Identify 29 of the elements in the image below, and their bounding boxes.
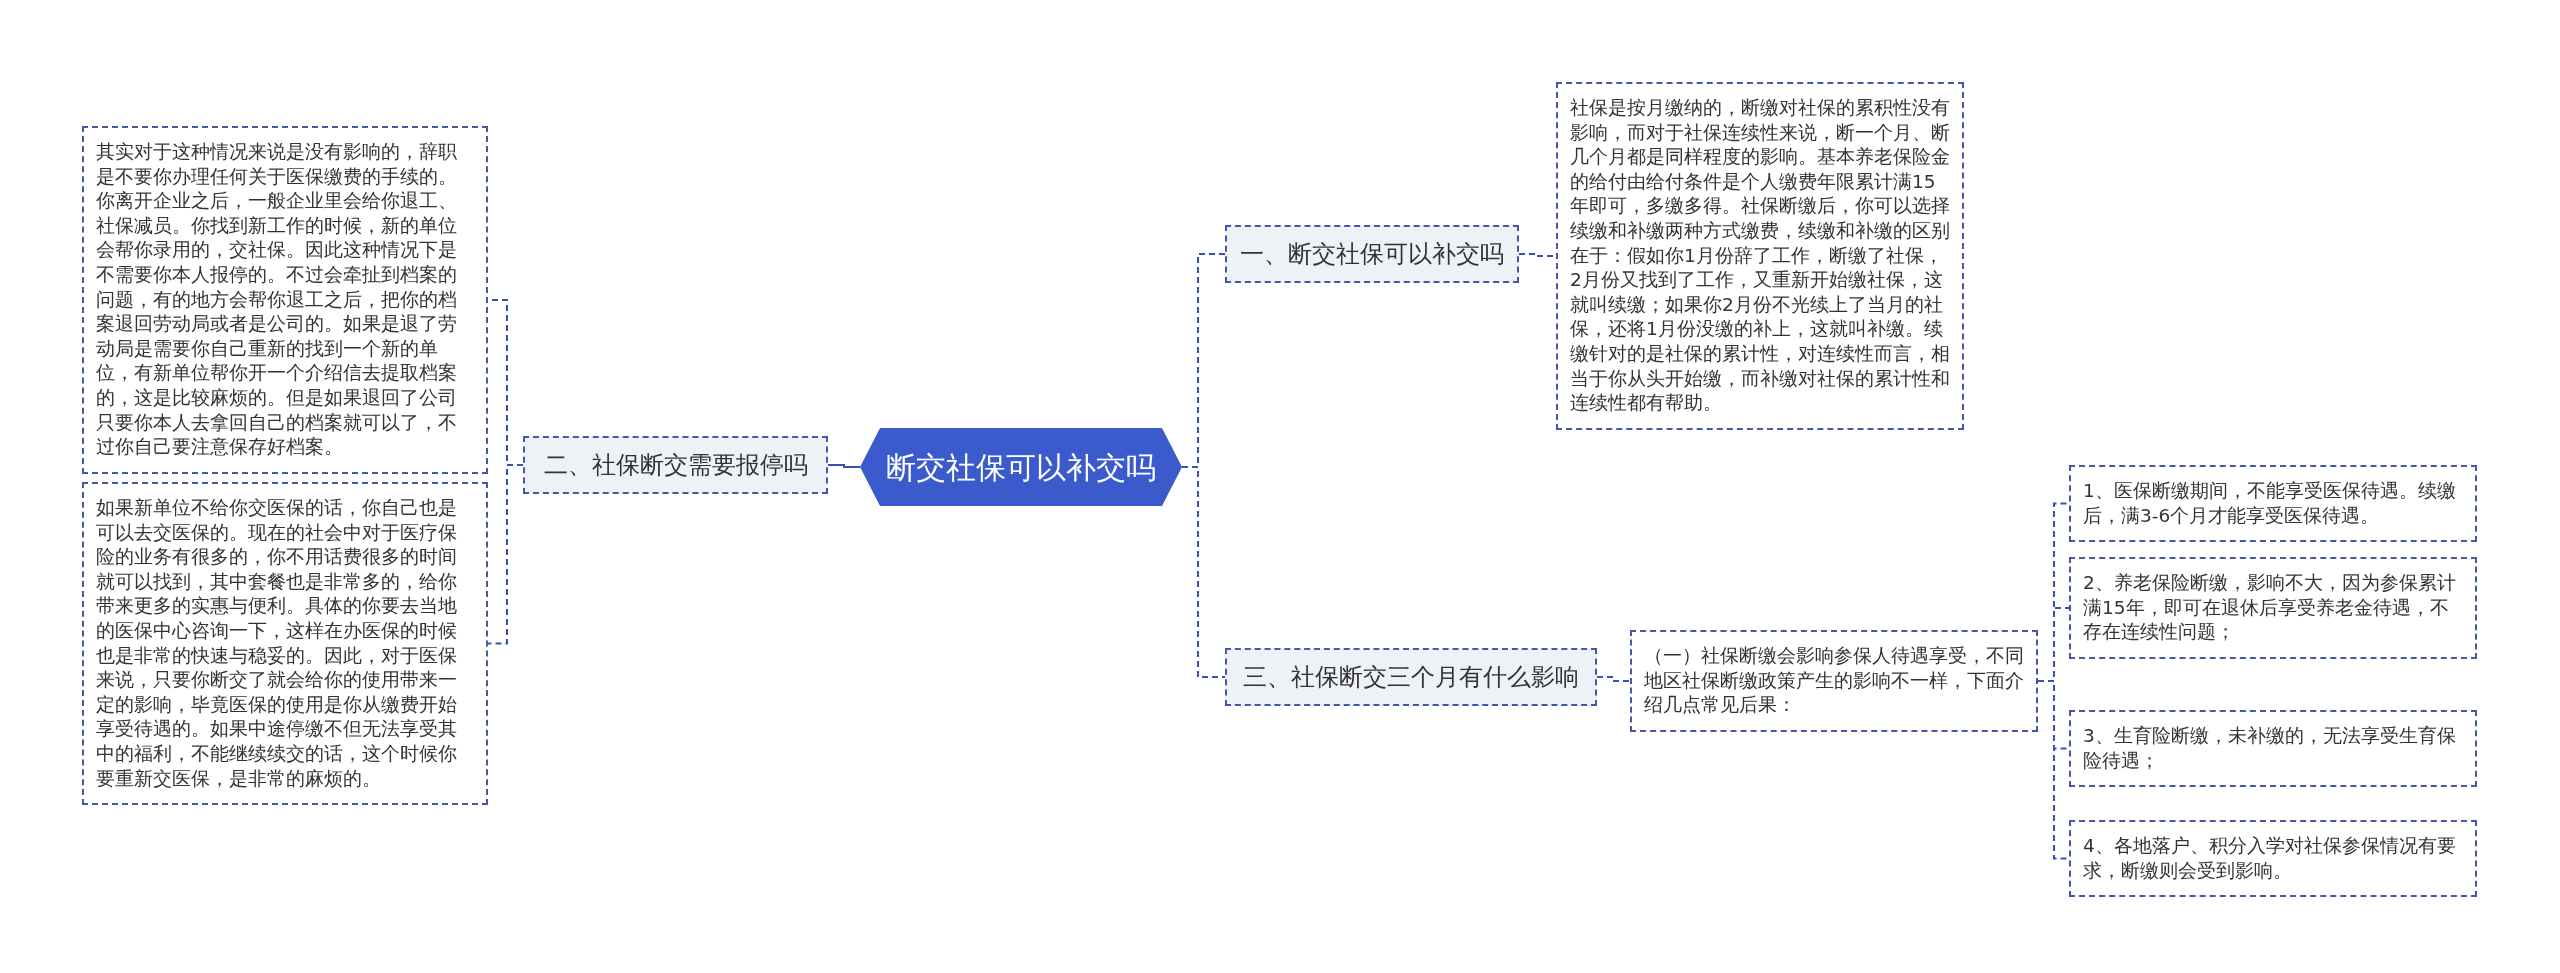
text-note-box bbox=[2069, 557, 2477, 659]
text-note-box bbox=[2069, 820, 2477, 898]
node-text: 3、生育险断缴，未补缴的，无法享受生育保险待遇； bbox=[2083, 725, 2456, 771]
node-text: 其实对于这种情况来说是没有影响的，辞职是不要你办理任何关于医保缴费的手续的。你离开企业之后，一般企业里会给你退工、社保减员。你找到新工作的时候，新的单位会帮你录用的，交社保。因此这种情况下是不需要你本人报停的。不过会牵扯到档案的问题，有的地方会帮你退工之后，把你的档案退回劳动局或者是公司的。如果是退了劳动局是需要你自己重新的找到一个新的单位，有新单位帮你开一个介绍信去提取档案的，这是比较麻烦的。但是如果退回了公司只要你本人去拿回自己的档案就可以了，不过你自己要注意保存好档案。 bbox=[96, 141, 457, 458]
topic-box bbox=[1225, 648, 1597, 706]
node-text: 1、医保断缴期间，不能享受医保待遇。续缴后，满3-6个月才能享受医保待遇。 bbox=[2083, 480, 2456, 526]
node-text: （一）社保断缴会影响参保人待遇享受，不同地区社保断缴政策产生的影响不一样，下面介绍几点常见后果： bbox=[1644, 645, 2024, 716]
node-text: 如果新单位不给你交医保的话，你自己也是可以去交医保的。现在的社会中对于医疗保险的业务有很多的，你不用话费很多的时间就可以找到，其中套餐也是非常多的，给你带来更多的实惠与便利。具体的你要去当地的医保中心咨询一下，这样在办医保的时候也是非常的快速与稳妥的。因此，对于医保来说，只要你断交了就会给你的使用带来一定的影响，毕竟医保的使用是你从缴费开始享受待遇的。如果中途停缴不但无法享受其中的福利，不能继续续交的话，这个时候你要重新交医保，是非常的麻烦的。 bbox=[96, 497, 457, 789]
text-note-box bbox=[82, 126, 488, 474]
topic-box bbox=[523, 436, 828, 494]
topic-box bbox=[1225, 225, 1519, 283]
node-text: 一、断交社保可以补交吗 bbox=[1240, 239, 1504, 270]
text-note-box bbox=[2069, 465, 2477, 543]
node-text: 二、社保断交需要报停吗 bbox=[543, 450, 808, 481]
central-topic-hexagon bbox=[860, 428, 1182, 506]
node-text: 断交社保可以补交吗 bbox=[886, 448, 1156, 487]
node-text: 三、社保断交三个月有什么影响 bbox=[1243, 662, 1579, 693]
node-text: 4、各地落户、积分入学对社保参保情况有要求，断缴则会受到影响。 bbox=[2083, 835, 2456, 881]
node-text: 社保是按月缴纳的，断缴对社保的累积性没有影响，而对于社保连续性来说，断一个月、断几个月都是同样程度的影响。基本养老保险金的给付由给付条件是个人缴费年限累计满15年即可，多缴多得。社保断缴后，你可以选择续缴和补缴两种方式缴费，续缴和补缴的区别在于：假如你1月份辞了工作，断缴了社保，2月份又找到了工作，又重新开始缴社保，这就叫续缴；如果你2月份不光续上了当月的社保，还将1月份没缴的补上，这就叫补缴。续缴针对的是社保的累计性，对连续性而言，相当于你从头开始缴，而补缴对社保的累计性和连续性都有帮助。 bbox=[1570, 97, 1950, 414]
connector-line bbox=[827, 464, 861, 468]
text-note-box bbox=[82, 482, 488, 806]
text-note-box bbox=[1630, 630, 2038, 732]
text-note-box bbox=[1556, 82, 1964, 430]
text-note-box bbox=[2069, 710, 2477, 788]
node-text: 2、养老保险断缴，影响不大，因为参保累计满15年，即可在退休后享受养老金待遇，不存在连续性问题； bbox=[2083, 572, 2456, 643]
connector-line bbox=[1181, 466, 1226, 678]
connector-line bbox=[2037, 680, 2070, 860]
connector-line bbox=[1596, 676, 1631, 682]
connector-line bbox=[487, 464, 524, 645]
